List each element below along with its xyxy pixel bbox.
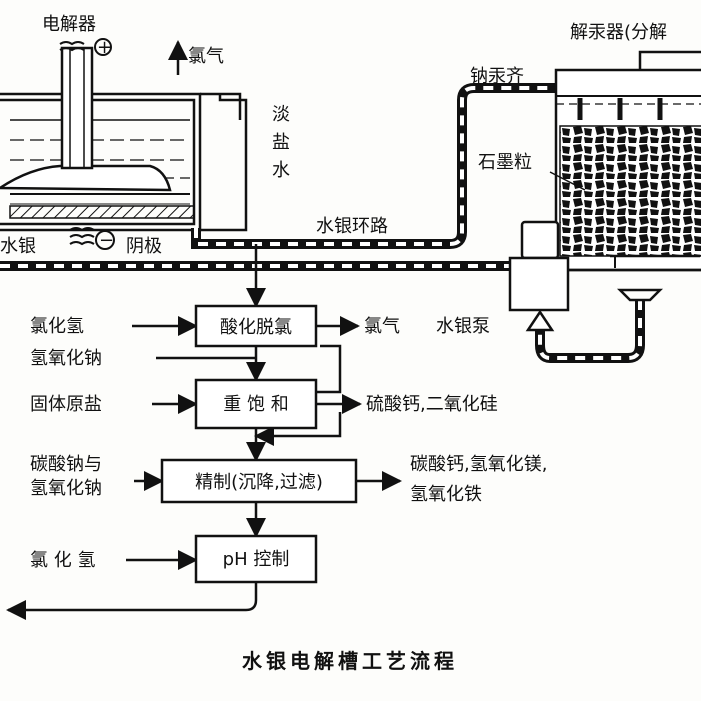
process-step-2: 重 饱 和: [194, 378, 318, 430]
step-3-label: 精制(沉降,过滤): [195, 472, 323, 493]
decomposer-tower: [554, 50, 701, 302]
step-2-label: 重 饱 和: [223, 394, 288, 415]
diagram-caption: 水银电解槽工艺流程: [242, 649, 458, 673]
plus-sign: +: [97, 37, 112, 58]
decomposer-label: 解汞器(分解: [570, 22, 667, 43]
input-salt: 固体原盐: [30, 394, 102, 415]
output-calcium-sulfate: 硫酸钙,二氧化硅: [366, 394, 498, 415]
process-step-1: 酸化脱氯: [194, 304, 318, 348]
sodium-amalgam-label: 钠汞齐: [470, 66, 524, 87]
cathode-label: 阴极: [126, 236, 162, 257]
minus-sign: −: [99, 230, 114, 251]
output-chlorine: 氯气: [364, 316, 400, 337]
electrolyzer-label: 电解器: [42, 14, 96, 35]
mercury-loop-label: 水银环路: [316, 216, 388, 237]
mercury-left-label: 水银: [0, 236, 36, 257]
dilute-brine-char-2: 盐: [272, 132, 290, 153]
input-carbonate-1: 碳酸钠与氢氧化钠: [30, 454, 102, 499]
output-precipitates: 碳酸钙,氢氧化镁,氢氧化铁: [410, 454, 547, 505]
process-step-3: 精制(沉降,过滤): [160, 458, 358, 504]
dilute-brine-char-3: 水: [272, 160, 290, 181]
flow-lines: [6, 244, 402, 620]
mercury-pump: [508, 220, 570, 332]
dilute-brine-char-1: 淡: [272, 104, 290, 125]
graphite-grains-label: 石墨粒: [478, 152, 532, 173]
input-naoh: 氢氧化钠: [30, 348, 102, 369]
process-step-4: pH 控制: [194, 534, 318, 584]
anode-coil-icon: [59, 38, 112, 56]
mercury-pump-label: 水银泵: [436, 316, 490, 337]
chlorine-out-label: 氯气: [188, 46, 224, 67]
cathode-coil-icon: [69, 227, 115, 250]
step-1-label: 酸化脱氯: [220, 317, 292, 338]
input-hcl-2: 氯 化 氢: [30, 550, 95, 571]
step-4-label: pH 控制: [223, 549, 290, 570]
input-hcl-1: 氯化氢: [30, 316, 84, 337]
electrolyzer-cell: [0, 46, 248, 232]
